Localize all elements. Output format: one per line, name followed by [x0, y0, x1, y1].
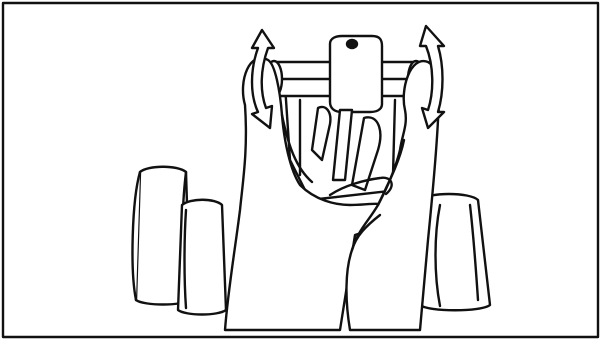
left-front-tire	[178, 200, 226, 315]
center-block	[330, 36, 382, 112]
